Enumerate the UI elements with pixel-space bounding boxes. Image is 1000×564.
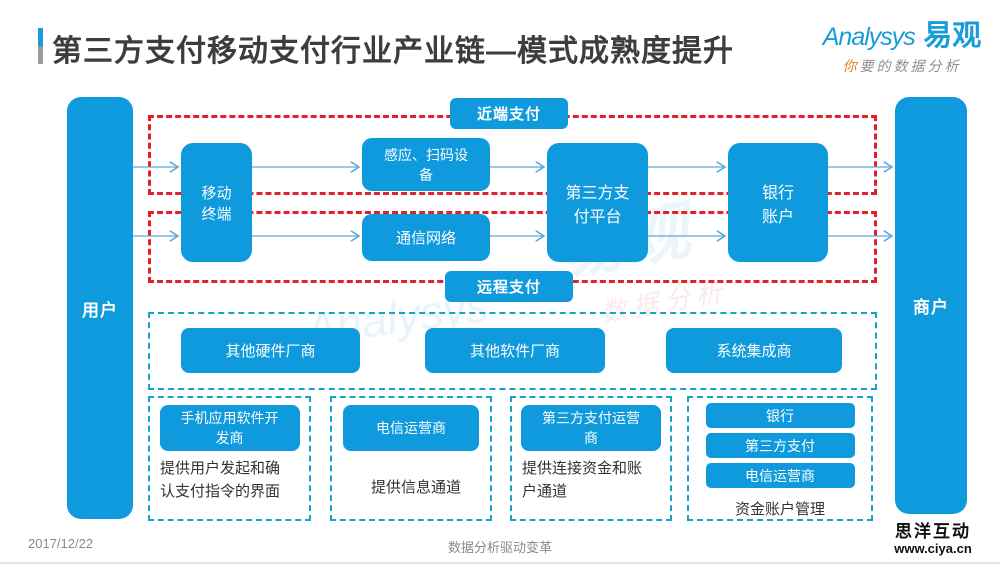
payment-operator-pill: 第三方支付运营商 [521, 405, 661, 451]
logo-brand-cn: 易观 [923, 20, 982, 52]
footer-date: 2017/12/22 [28, 536, 94, 551]
group-payment-operator: 第三方支付运营商 提供连接资金和账户通道 [510, 396, 672, 521]
remote-payment-label: 远程支付 [445, 271, 573, 302]
ciya-brand: 思洋互动 [895, 522, 971, 541]
ciya-site: www.ciya.cn [894, 540, 972, 556]
group-app-developer: 手机应用软件开发商 提供用户发起和确认支付指令的界面 [148, 396, 311, 521]
merchant-box: 商户 [895, 97, 967, 514]
bank-pill: 银行 [705, 403, 855, 428]
page-title: 第三方支付移动支付行业产业链—模式成熟度提升 [52, 35, 734, 68]
logo-brand-en: Analysys [822, 23, 916, 51]
scan-device-box: 感应、扫码设备 [362, 138, 490, 191]
telecom-operator-desc: 提供信息通道 [370, 479, 461, 496]
hardware-vendor-box: 其他硬件厂商 [181, 328, 360, 373]
analysys-logo: Analysys 易观 你要的数据分析 [812, 12, 992, 76]
third-party-platform-box: 第三方支付平台 [547, 143, 648, 262]
mobile-terminal-box: 移动终端 [181, 143, 252, 262]
system-integrator-box: 系统集成商 [666, 328, 842, 373]
user-box: 用户 [67, 97, 133, 519]
third-party-payment-pill: 第三方支付 [705, 433, 855, 458]
logo-tagline-rest: 要的数据分析 [859, 58, 962, 74]
near-payment-label: 近端支付 [450, 98, 568, 129]
account-management-desc: 资金账户管理 [734, 501, 825, 518]
logo-tagline-first: 你 [842, 58, 860, 74]
comm-network-box: 通信网络 [362, 214, 490, 261]
group-account-management: 银行 第三方支付 电信运营商 资金账户管理 [687, 396, 873, 521]
footer-slogan: 数据分析驱动变革 [447, 540, 552, 555]
telecom-operator-pill: 电信运营商 [343, 405, 479, 451]
group-telecom-operator: 电信运营商 提供信息通道 [330, 396, 492, 521]
bank-account-box: 银行账户 [728, 143, 828, 262]
app-developer-desc: 提供用户发起和确认支付指令的界面 [160, 460, 281, 500]
vendors-zone [148, 312, 877, 390]
title-accent-bar [38, 28, 43, 64]
telecom-pill: 电信运营商 [705, 463, 855, 488]
ciya-logo: 思洋互动 www.ciya.cn [888, 522, 978, 556]
payment-operator-desc: 提供连接资金和账户通道 [522, 460, 643, 500]
software-vendor-box: 其他软件厂商 [425, 328, 605, 373]
app-developer-pill: 手机应用软件开发商 [159, 405, 300, 451]
logo-tagline: 你要的数据分析 [812, 56, 992, 76]
